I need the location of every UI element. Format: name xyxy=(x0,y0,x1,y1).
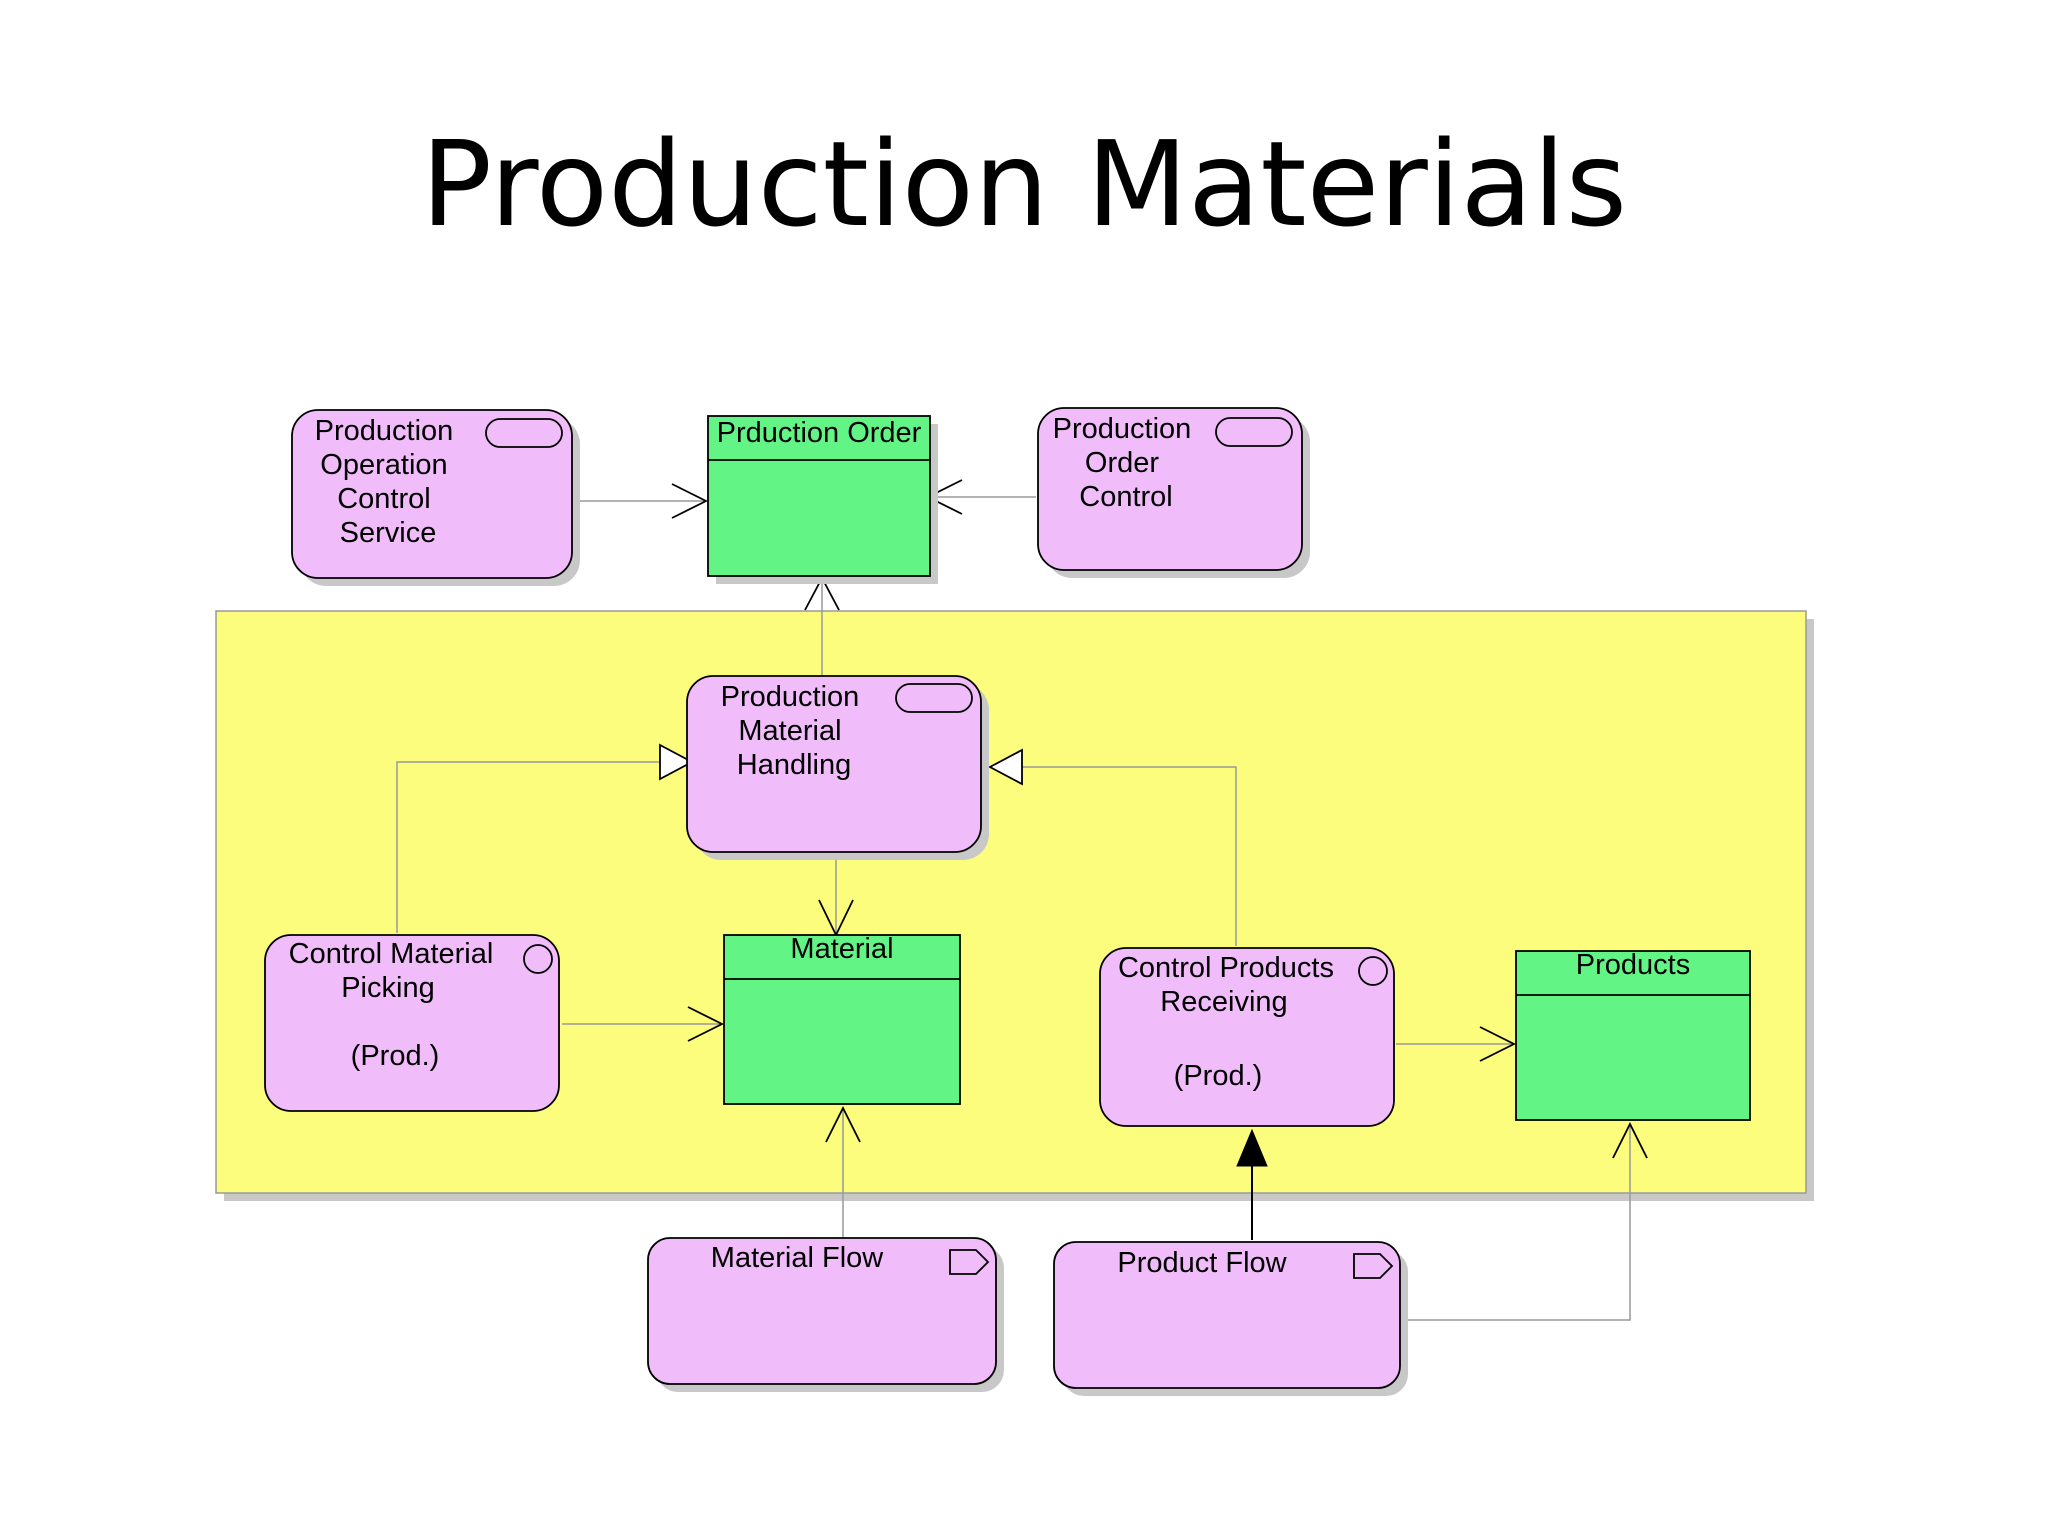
node-label-line: Operation xyxy=(320,449,447,481)
node-label-line: Control Products xyxy=(1118,952,1334,984)
node-label-line: Control xyxy=(337,483,431,515)
arrow-open-right xyxy=(671,483,709,519)
node-material-flow[interactable]: Material Flow xyxy=(647,1237,1004,1392)
node-label-line: Production xyxy=(721,681,860,713)
slide-title: Production Materials xyxy=(420,115,1628,253)
node-label-line: (Prod.) xyxy=(351,1040,440,1072)
service-icon xyxy=(895,683,973,713)
flow-icon xyxy=(1353,1253,1394,1279)
node-production-operation-control-service[interactable]: Production Operation Control Service xyxy=(291,409,580,586)
arrow-filled-triangle xyxy=(1236,1128,1268,1167)
node-label-line: Material xyxy=(738,715,841,747)
flow-icon xyxy=(949,1249,990,1275)
node-label-line: Control Material xyxy=(289,938,494,970)
node-label-line: Service xyxy=(340,517,437,549)
node-label-line: Handling xyxy=(737,749,851,781)
node-label-line: Production xyxy=(315,415,454,447)
arrow-open-up xyxy=(1612,1121,1648,1159)
arrow-open-up xyxy=(825,1105,861,1143)
arrow-hollow-triangle xyxy=(659,743,694,781)
node-label-line: Picking xyxy=(341,972,435,1004)
node-production-order[interactable]: Prduction Order xyxy=(707,415,938,584)
node-production-material-handling[interactable]: Production Material Handling xyxy=(686,675,989,860)
svg-text:Production Order C: Production Order Control xyxy=(1053,413,1200,513)
service-icon xyxy=(1215,417,1293,447)
node-label-line: Receiving xyxy=(1160,986,1287,1018)
node-control-material-picking[interactable]: Control Material Picking (Prod.) xyxy=(264,934,560,1112)
node-label-line: Order xyxy=(1085,447,1159,479)
node-production-order-control[interactable]: Production Order Control xyxy=(1037,407,1310,578)
svg-text:Production Material: Production Material Handling xyxy=(721,681,868,781)
node-label: Material Flow xyxy=(711,1242,884,1274)
node-label: Products xyxy=(1576,949,1690,981)
node-label: Product Flow xyxy=(1117,1247,1287,1279)
svg-text:Production Operation: Production Operation Control Service xyxy=(315,415,462,549)
node-label-line: (Prod.) xyxy=(1174,1060,1263,1092)
node-label: Prduction Order xyxy=(717,417,922,449)
node-label-line: Production xyxy=(1053,413,1192,445)
function-icon xyxy=(1358,956,1388,986)
connectors xyxy=(396,496,1631,1321)
service-icon xyxy=(485,418,563,448)
svg-text:Control Material Picking: Control Material Picking (Prod.) xyxy=(289,938,502,1072)
arrow-open-right xyxy=(1479,1026,1517,1062)
svg-text:Control Products Receivi: Control Products Receiving (Prod.) xyxy=(1118,952,1342,1092)
function-icon xyxy=(523,944,553,974)
node-label-line: Control xyxy=(1079,481,1173,513)
node-label: Material xyxy=(790,933,893,965)
node-product-flow[interactable]: Product Flow xyxy=(1053,1241,1408,1396)
edge-picking-handling xyxy=(396,761,660,933)
node-control-products-receiving[interactable]: Control Products Receiving (Prod.) xyxy=(1099,947,1395,1127)
arrow-hollow-triangle xyxy=(988,748,1023,786)
node-products[interactable]: Products xyxy=(1515,949,1751,1121)
arrow-open-right xyxy=(687,1006,725,1042)
edge-receiving-handling xyxy=(990,766,1237,946)
node-material[interactable]: Material xyxy=(723,933,961,1105)
edge-productflow-products xyxy=(1402,1124,1631,1321)
